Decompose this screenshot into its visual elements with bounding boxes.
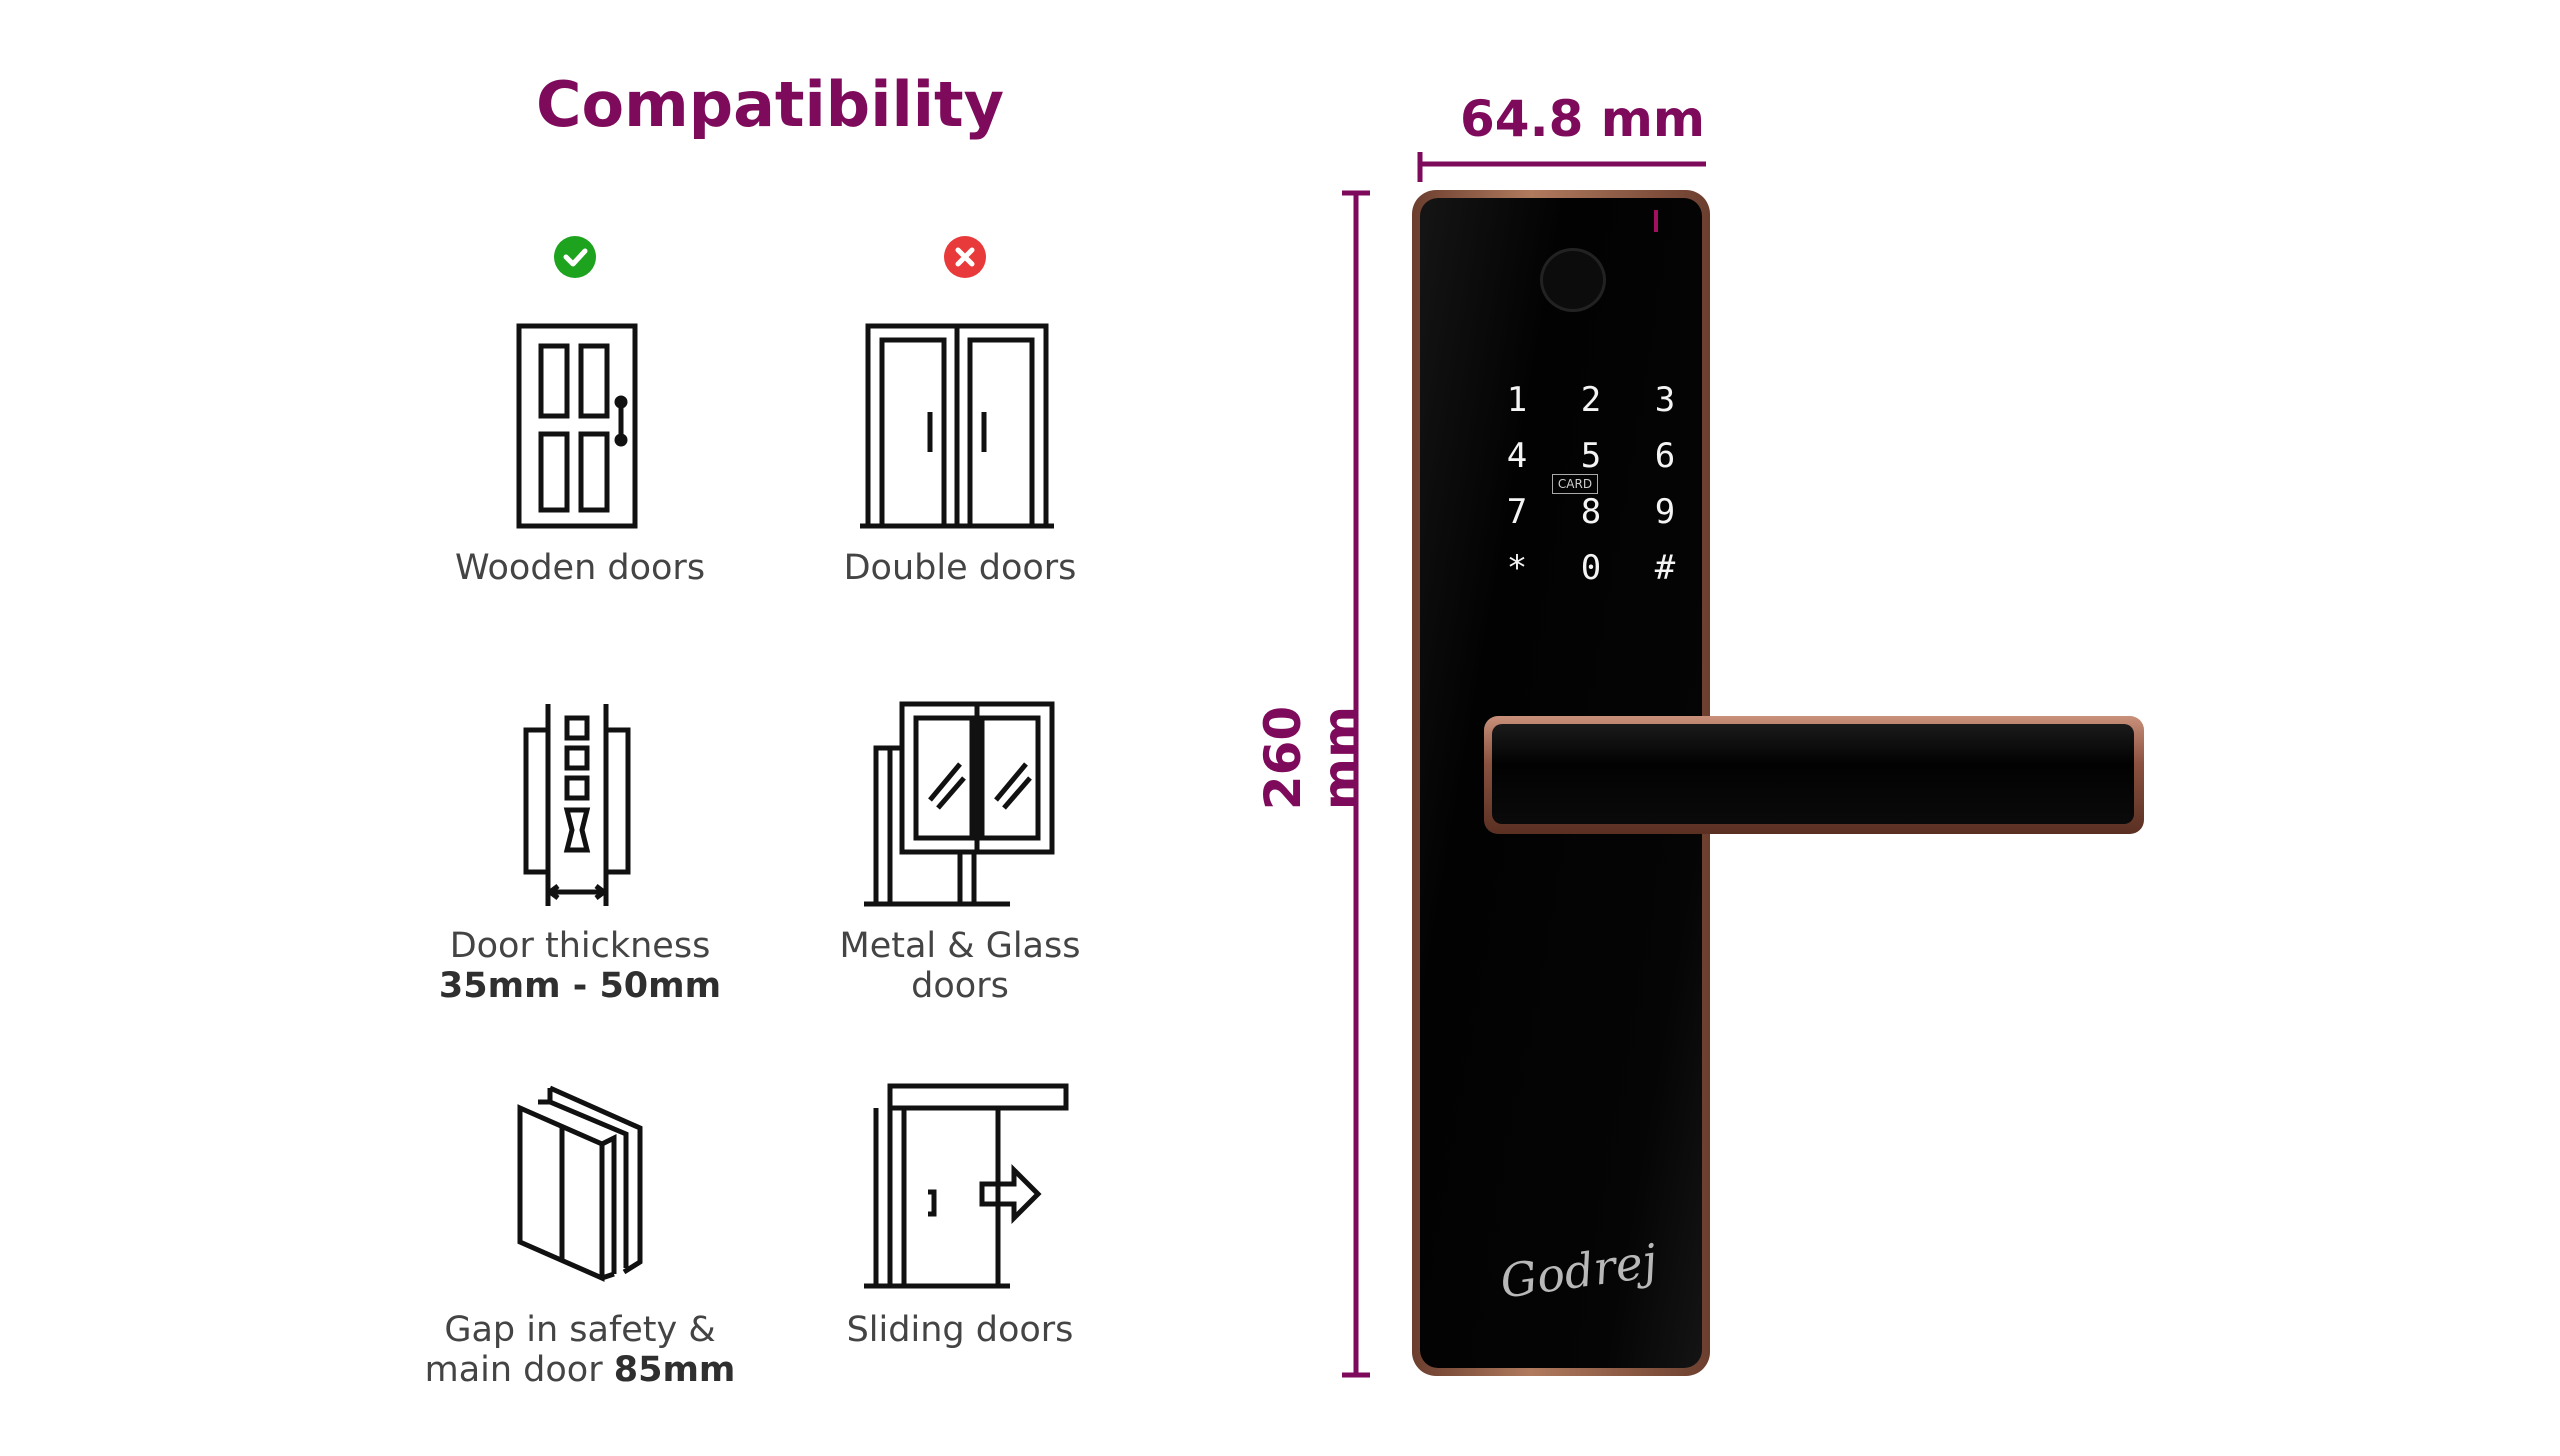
- door-gap-icon: [510, 1082, 650, 1292]
- key-8[interactable]: 8: [1580, 492, 1602, 532]
- sliding-door-icon: [860, 1082, 1070, 1292]
- fingerprint-sensor: [1540, 248, 1606, 312]
- label-door-gap: Gap in safety & main door 85mm: [424, 1310, 736, 1390]
- wooden-door-icon: [515, 322, 645, 532]
- keypad: 1 2 3 4 5 6 7 8 9 * 0 #: [1480, 380, 1675, 604]
- lock-handle[interactable]: [1484, 716, 2144, 834]
- cross-icon: [944, 236, 986, 278]
- status-led: [1654, 210, 1658, 232]
- page-title: Compatibility: [536, 68, 1004, 141]
- height-dimension-line: [1336, 190, 1376, 1380]
- label-wooden-doors: Wooden doors: [454, 548, 706, 588]
- metal-glass-door-icon: [860, 700, 1060, 910]
- check-icon: [554, 236, 596, 278]
- double-door-icon: [860, 322, 1060, 532]
- door-thickness-icon: [522, 700, 632, 910]
- height-dimension-label: 260 mm: [1254, 705, 1370, 811]
- key-0[interactable]: 0: [1580, 548, 1602, 588]
- key-1[interactable]: 1: [1506, 380, 1528, 420]
- key-2[interactable]: 2: [1580, 380, 1602, 420]
- key-9[interactable]: 9: [1654, 492, 1676, 532]
- key-5[interactable]: 5: [1580, 436, 1602, 476]
- label-double-doors: Double doors: [843, 548, 1077, 588]
- label-door-thickness: Door thickness 35mm - 50mm: [438, 926, 722, 1006]
- width-dimension-line: [1416, 152, 1708, 188]
- key-4[interactable]: 4: [1506, 436, 1528, 476]
- key-6[interactable]: 6: [1654, 436, 1676, 476]
- key-3[interactable]: 3: [1654, 380, 1676, 420]
- label-sliding-doors: Sliding doors: [846, 1310, 1074, 1350]
- key-hash[interactable]: #: [1654, 548, 1676, 588]
- label-metal-glass-doors: Metal & Glass doors: [839, 926, 1081, 1006]
- key-star[interactable]: *: [1506, 548, 1528, 588]
- width-dimension-label: 64.8 mm: [1460, 90, 1705, 148]
- card-reader-label: CARD: [1552, 474, 1598, 494]
- key-7[interactable]: 7: [1506, 492, 1528, 532]
